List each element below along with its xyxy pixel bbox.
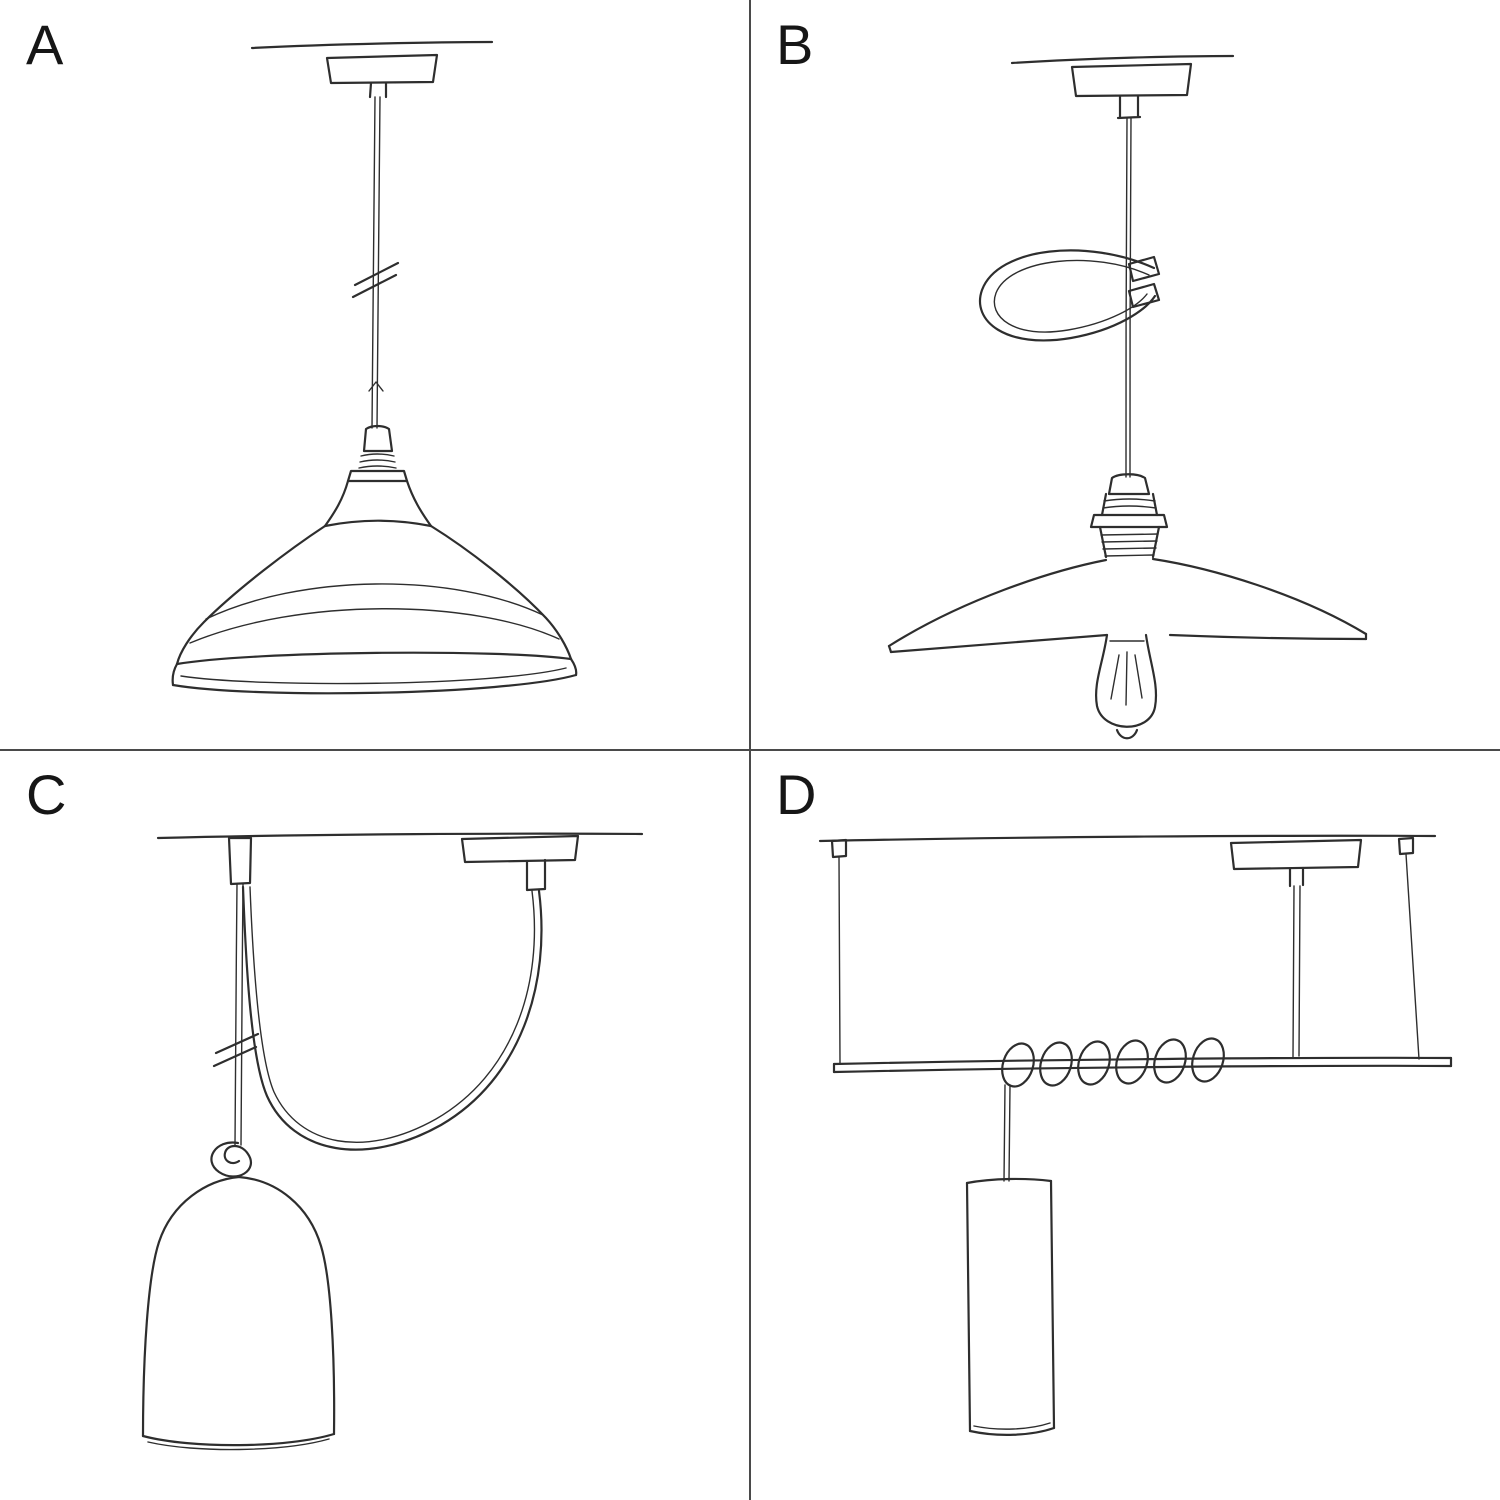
panel-c: C: [0, 750, 750, 1500]
sketch-pendant-barn-shade: [171, 40, 578, 695]
drop-cable: [1003, 1084, 1011, 1182]
down-rod: [1292, 885, 1301, 1058]
ceiling-rose: [1070, 62, 1193, 120]
swag-cable: [241, 885, 543, 1151]
ceiling-rose: [325, 53, 439, 99]
cable-knot: [210, 1141, 252, 1178]
dish-shade: [887, 557, 1368, 654]
ceiling-line: [1010, 54, 1235, 65]
sketch-bar-suspension-tube-pendant: [818, 834, 1453, 1436]
panel-b-label: B: [776, 13, 815, 76]
hanging-bar: [832, 1056, 1453, 1074]
cable-length-break-mark: [212, 1032, 260, 1068]
suspension-wire-right: [1397, 836, 1420, 1060]
cable-length-break-mark: [351, 261, 400, 299]
cable-arrow-mark: [368, 381, 384, 392]
lamp-holder: [1089, 473, 1169, 559]
tube-shade: [965, 1177, 1056, 1436]
barn-shade: [171, 519, 578, 695]
sketch-pendant-dish-shade-bulb: [887, 54, 1368, 740]
bell-shade: [141, 1175, 336, 1451]
cable-tie-clip: [1127, 255, 1161, 309]
horizontal-divider: [0, 749, 1500, 751]
ceiling-line: [250, 40, 494, 50]
light-bulb: [1095, 633, 1158, 740]
ceiling-line: [818, 834, 1437, 843]
cable-tie-loop: [979, 249, 1157, 342]
ceiling-rose: [1229, 838, 1363, 888]
ceiling-line: [156, 832, 644, 840]
panel-a: A: [0, 0, 750, 750]
lamp-holder: [323, 424, 433, 528]
ceiling-hook: [227, 836, 253, 886]
panel-d-label: D: [776, 763, 818, 826]
coiled-cable: [1001, 1037, 1225, 1088]
panel-c-label: C: [26, 763, 68, 826]
suspension-wire-left: [830, 838, 848, 1064]
drop-cable: [234, 883, 244, 1146]
panel-b: B: [750, 0, 1500, 750]
ceiling-rose: [460, 834, 580, 892]
panel-a-label: A: [26, 13, 65, 76]
pendant-cable: [371, 96, 381, 429]
panel-d: D: [750, 750, 1500, 1500]
sketch-swag-pendant-bell-shade: [141, 832, 644, 1451]
